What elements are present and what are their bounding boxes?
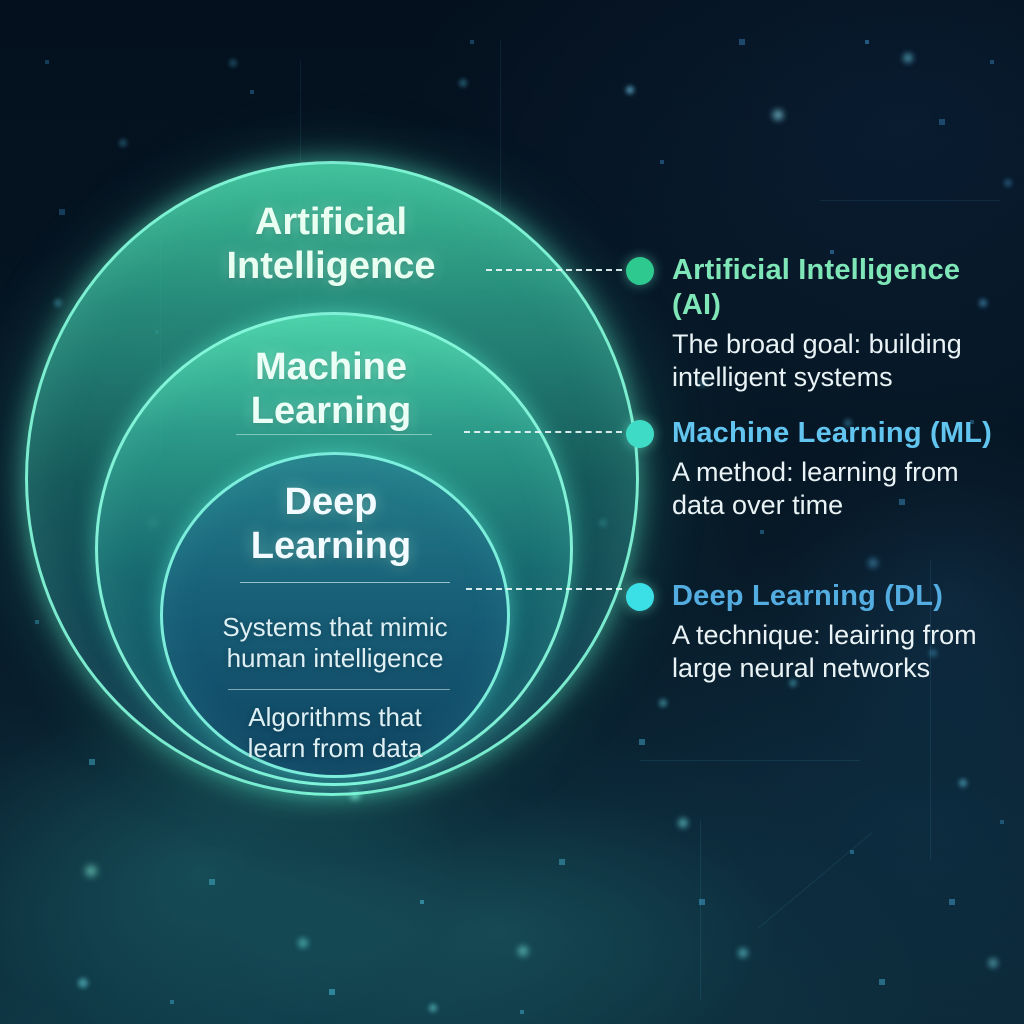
ml-label-line2: Learning bbox=[250, 390, 412, 432]
deep-learning-circle bbox=[160, 452, 510, 778]
dl-note-algorithms: Algorithms that learn from data bbox=[248, 702, 423, 764]
note1-line1: Systems that mimic bbox=[222, 612, 448, 642]
ai-legend-text: Artificial Intelligence (AI) The broad g… bbox=[672, 253, 1006, 394]
ai-circle-label: Artificial Intelligence bbox=[226, 200, 435, 288]
dl-legend-title: Deep Learning (DL) bbox=[672, 580, 944, 612]
dl-connector-dashed-line bbox=[466, 588, 622, 590]
legend-item-ml: Machine Learning (ML) A method: learning… bbox=[626, 416, 1006, 522]
dl-label-line1: Deep bbox=[284, 481, 378, 523]
dl-label-line2: Learning bbox=[250, 525, 412, 567]
notes-divider-line bbox=[228, 689, 450, 690]
dl-legend-description: A technique: leairing from large neural … bbox=[672, 619, 977, 685]
background-particles-glow bbox=[0, 0, 6, 6]
teal-haze-bottom-center bbox=[220, 790, 780, 1024]
legend-item-ai: Artificial Intelligence (AI) The broad g… bbox=[626, 253, 1006, 394]
dl-circle-label: Deep Learning bbox=[251, 480, 411, 568]
ai-label-line1: Artificial bbox=[254, 201, 408, 243]
circuit-line bbox=[700, 820, 701, 1000]
dl-desc-line1: A technique: leairing from bbox=[672, 620, 977, 650]
ml-desc-line1: A method: learning from bbox=[672, 457, 959, 487]
dl-desc-line2: large neural networks bbox=[672, 653, 931, 683]
circuit-line bbox=[820, 200, 1000, 201]
ai-desc-line2: intelligent systems bbox=[672, 362, 893, 392]
legend-item-dl: Deep Learning (DL) A technique: leairing… bbox=[626, 579, 1006, 685]
ml-desc-line2: data over time bbox=[672, 490, 844, 520]
ai-legend-title: Artificial Intelligence (AI) bbox=[672, 254, 961, 321]
circuit-line bbox=[500, 40, 501, 240]
ml-legend-title: Machine Learning (ML) bbox=[672, 417, 992, 449]
ml-circle-label: Machine Learning bbox=[251, 345, 411, 433]
ai-connector-dashed-line bbox=[486, 269, 622, 271]
ml-connector-dashed-line bbox=[464, 431, 622, 433]
dl-legend-dot-icon bbox=[626, 583, 654, 611]
circuit-line bbox=[757, 831, 873, 930]
circuit-line bbox=[640, 760, 860, 761]
ml-legend-dot-icon bbox=[626, 420, 654, 448]
note2-line1: Algorithms that bbox=[248, 702, 422, 732]
note2-line2: learn from data bbox=[247, 733, 423, 763]
ml-divider-line bbox=[236, 434, 432, 435]
dl-divider-line bbox=[240, 582, 450, 583]
ml-label-line1: Machine bbox=[254, 346, 408, 388]
ml-legend-text: Machine Learning (ML) A method: learning… bbox=[672, 416, 992, 522]
ai-legend-dot-icon bbox=[626, 257, 654, 285]
ml-legend-description: A method: learning from data over time bbox=[672, 456, 992, 522]
dl-legend-text: Deep Learning (DL) A technique: leairing… bbox=[672, 579, 977, 685]
dl-note-systems: Systems that mimic human intelligence bbox=[222, 612, 447, 674]
note1-line2: human intelligence bbox=[226, 643, 444, 673]
ai-desc-line1: The broad goal: building bbox=[672, 329, 962, 359]
ai-legend-description: The broad goal: building intelligent sys… bbox=[672, 328, 1006, 394]
ai-label-line2: Intelligence bbox=[226, 245, 436, 287]
